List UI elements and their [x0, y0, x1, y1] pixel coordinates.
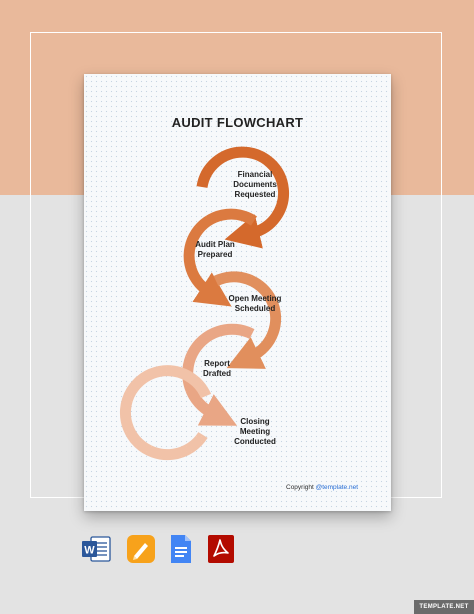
template-net-badge[interactable]: TEMPLATE.NET: [414, 600, 474, 614]
google-docs-icon[interactable]: [169, 534, 193, 569]
pages-icon[interactable]: [126, 534, 156, 569]
copyright-text: Copyright @template.net: [286, 484, 358, 491]
step-label-1: Financial Documents Requested: [233, 170, 277, 199]
step-arrow-4: [182, 323, 255, 426]
step-label-3: Open Meeting Scheduled: [228, 294, 282, 313]
step-label-2: Audit Plan Prepared: [195, 240, 235, 259]
document-preview[interactable]: AUDIT FLOWCHART Financial Documents Requ…: [84, 74, 391, 511]
pdf-icon[interactable]: [207, 534, 235, 569]
word-icon[interactable]: W: [80, 534, 114, 569]
flowchart-diagram: [119, 146, 289, 461]
step-arrow-3: [213, 271, 282, 369]
copyright-prefix: Copyright: [286, 484, 316, 491]
svg-text:W: W: [84, 545, 95, 557]
step-arrow-1: [196, 146, 289, 249]
step-label-4: Report Drafted: [202, 359, 231, 378]
copyright-link[interactable]: @template.net: [315, 484, 358, 491]
step-arrow-2: [183, 208, 258, 307]
step-ring-5: [119, 365, 212, 461]
step-label-5: Closing Meeting Conducted: [234, 417, 276, 446]
document-title: AUDIT FLOWCHART: [171, 115, 304, 130]
